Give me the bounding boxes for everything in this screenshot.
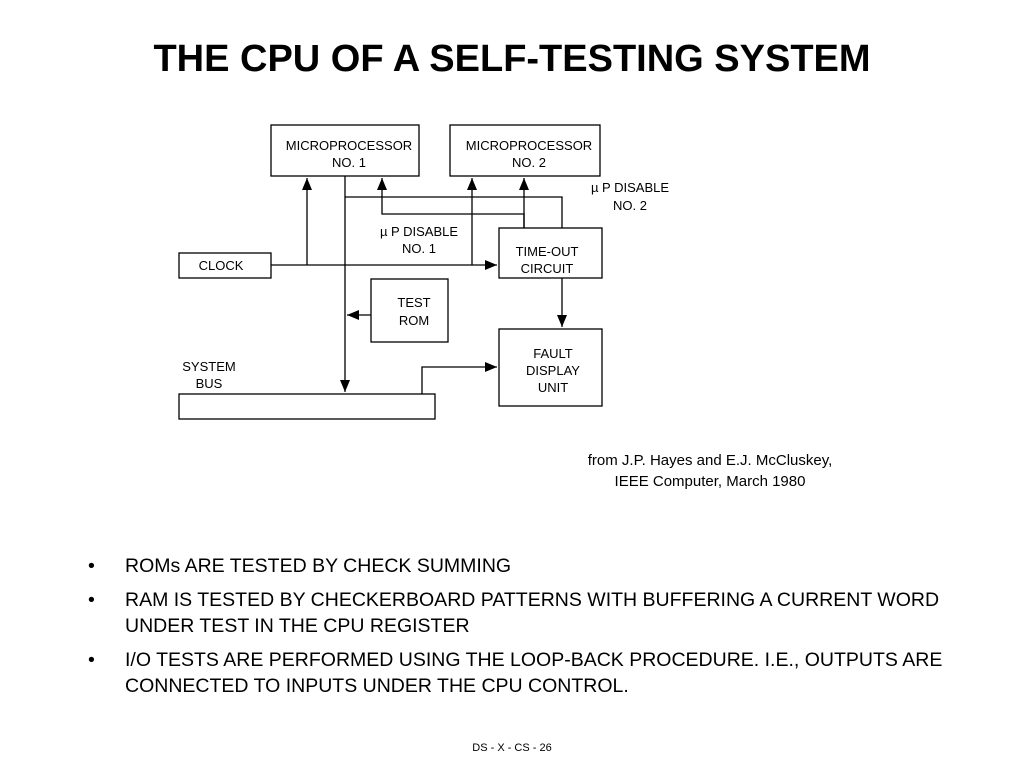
mp1-label-line2: NO. 1: [332, 155, 366, 170]
mp1-to-timeout-line: [345, 196, 563, 228]
bullet-list: • ROMs ARE TESTED BY CHECK SUMMING • RAM I…: [88, 553, 958, 707]
system-bus-label-line1: SYSTEM: [182, 359, 235, 374]
clock-label: CLOCK: [199, 258, 244, 273]
bullet-text: I/O TESTS ARE PERFORMED USING THE LOOP-B…: [125, 649, 943, 697]
disable-1-label-line2: NO. 1: [402, 241, 436, 256]
fault-display-unit-block: [498, 328, 603, 407]
timeout-label-line2: CIRCUIT: [521, 261, 574, 276]
fault-label-line3: UNIT: [538, 380, 568, 395]
disable-1-arrow: [377, 178, 525, 228]
system-bus-block: [178, 393, 436, 420]
slide-footer: DS - X - CS - 26: [472, 742, 552, 754]
disable-1-label-line1: µ P DISABLE: [380, 224, 458, 239]
timeout-circuit-block: [498, 227, 603, 279]
mp2-label-line1: MICROPROCESSOR: [466, 138, 592, 153]
disable-2-label-line1: µ P DISABLE: [591, 180, 669, 195]
citation-line-1: from J.P. Hayes and E.J. McCluskey,: [587, 452, 833, 469]
citation-line-2: IEEE Computer, March 1980: [614, 473, 806, 490]
mp2-label-line2: NO. 2: [512, 155, 546, 170]
list-item: • I/O TESTS ARE PERFORMED USING THE LOOP-…: [88, 647, 958, 699]
list-item: • ROMs ARE TESTED BY CHECK SUMMING: [88, 553, 958, 579]
bullet-text: ROMs ARE TESTED BY CHECK SUMMING: [125, 555, 512, 577]
bullet-icon: •: [88, 649, 95, 671]
test-rom-label-line1: TEST: [397, 295, 430, 310]
bullet-icon: •: [88, 555, 95, 577]
bullet-text: RAM IS TESTED BY CHECKERBOARD PATTERNS W…: [125, 589, 940, 637]
system-bus-label-line2: BUS: [196, 376, 223, 391]
microprocessor-2-block: [449, 124, 601, 177]
clock-block: [178, 252, 272, 279]
citation: from J.P. Hayes and E.J. McCluskey, IEEE…: [560, 450, 860, 492]
mp1-label-line1: MICROPROCESSOR: [286, 138, 412, 153]
list-item: • RAM IS TESTED BY CHECKERBOARD PATTERNS …: [88, 587, 958, 639]
fault-label-line1: FAULT: [533, 346, 573, 361]
fault-label-line2: DISPLAY: [526, 363, 580, 378]
test-rom-block: [370, 278, 449, 343]
bus-to-fault-arrow: [421, 362, 497, 394]
test-rom-label-line2: ROM: [399, 313, 429, 328]
microprocessor-1-block: [270, 124, 420, 177]
disable-2-label-line2: NO. 2: [613, 198, 647, 213]
bullet-icon: •: [88, 589, 95, 611]
timeout-label-line1: TIME-OUT: [516, 244, 579, 259]
page-title: THE CPU OF A SELF-TESTING SYSTEM: [153, 38, 871, 80]
